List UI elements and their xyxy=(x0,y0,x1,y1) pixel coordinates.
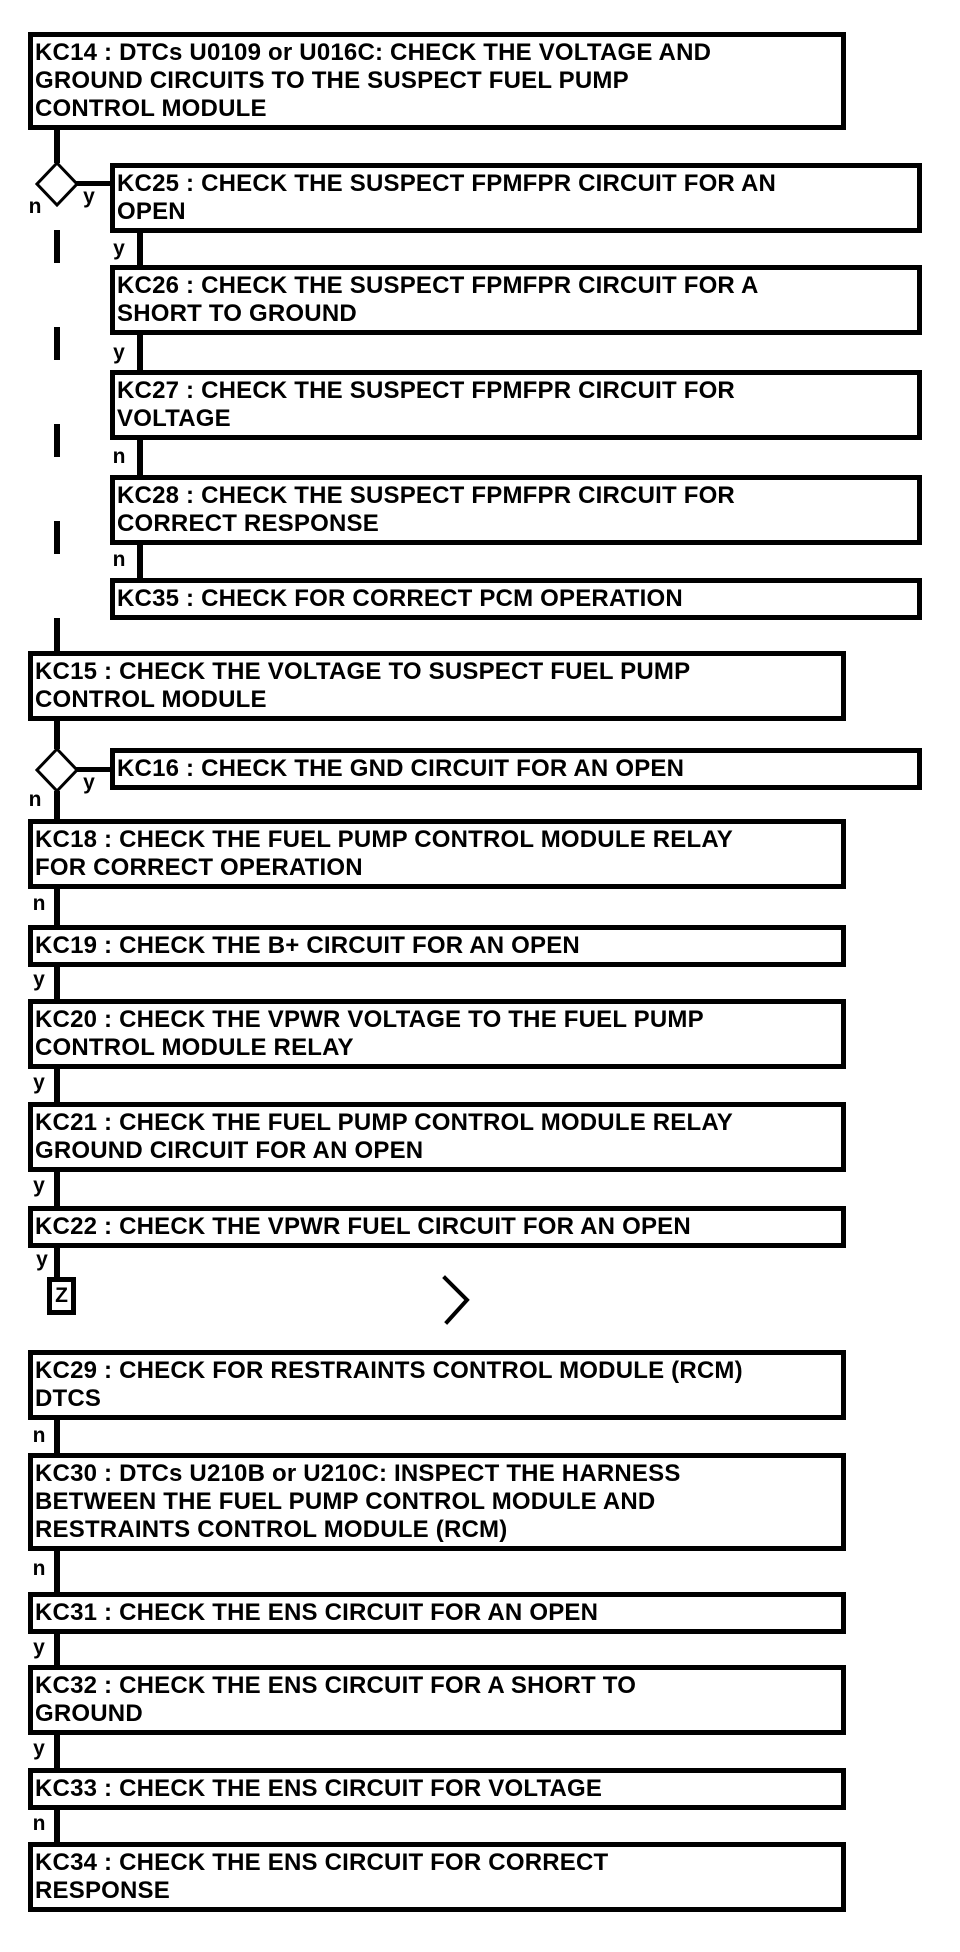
decision-diamond-kc14 xyxy=(35,161,79,207)
connector-kc19-kc20 xyxy=(54,967,60,999)
branch-label-n: n xyxy=(112,548,126,571)
flowchart-box-kc34: KC34 : CHECK THE ENS CIRCUIT FOR CORRECT… xyxy=(28,1842,846,1912)
flowchart-box-kc19: KC19 : CHECK THE B+ CIRCUIT FOR AN OPEN xyxy=(28,925,846,967)
branch-label-n: n xyxy=(32,1812,46,1835)
flowchart-box-kc18: KC18 : CHECK THE FUEL PUMP CONTROL MODUL… xyxy=(28,819,846,889)
connector-kc28-kc35 xyxy=(137,545,143,578)
connector-kc33-kc34 xyxy=(54,1810,60,1842)
flowchart-box-kc14: KC14 : DTCs U0109 or U016C: CHECK THE VO… xyxy=(28,32,846,130)
branch-label-y: y xyxy=(33,968,45,991)
connector-diamond-kc16 xyxy=(76,767,110,772)
branch-label-n: n xyxy=(32,1424,46,1447)
connector-kc15-diamond xyxy=(54,721,60,749)
branch-label-y: y xyxy=(113,237,125,260)
branch-label-n: n xyxy=(28,788,42,811)
flowchart-box-kc33: KC33 : CHECK THE ENS CIRCUIT FOR VOLTAGE xyxy=(28,1768,846,1810)
connector-diamond-kc25 xyxy=(76,181,110,186)
branch-label-n: n xyxy=(32,1557,46,1580)
branch-label-y: y xyxy=(33,1174,45,1197)
flowchart-box-kc29: KC29 : CHECK FOR RESTRAINTS CONTROL MODU… xyxy=(28,1350,846,1420)
branch-label-n: n xyxy=(32,892,46,915)
flowchart-box-kc28: KC28 : CHECK THE SUSPECT FPMFPR CIRCUIT … xyxy=(110,475,922,545)
flowchart-box-kc26: KC26 : CHECK THE SUSPECT FPMFPR CIRCUIT … xyxy=(110,265,922,335)
branch-label-y: y xyxy=(83,185,95,208)
decision-diamond-kc15 xyxy=(35,747,79,793)
flowchart-box-kc21: KC21 : CHECK THE FUEL PUMP CONTROL MODUL… xyxy=(28,1102,846,1172)
branch-label-y: y xyxy=(36,1248,48,1271)
branch-label-y: y xyxy=(33,1636,45,1659)
flowchart-box-kc30: KC30 : DTCs U210B or U210C: INSPECT THE … xyxy=(28,1453,846,1551)
connector-kc31-kc32 xyxy=(54,1634,60,1665)
flowchart-box-kc31: KC31 : CHECK THE ENS CIRCUIT FOR AN OPEN xyxy=(28,1592,846,1634)
connector-kc18-kc19 xyxy=(54,889,60,925)
connector-kc27-kc28 xyxy=(137,440,143,475)
branch-label-y: y xyxy=(83,771,95,794)
connector-kc26-kc27 xyxy=(137,335,143,370)
flowchart-box-kc35: KC35 : CHECK FOR CORRECT PCM OPERATION xyxy=(110,578,922,620)
branch-label-n: n xyxy=(28,195,42,218)
flowchart-box-kc32: KC32 : CHECK THE ENS CIRCUIT FOR A SHORT… xyxy=(28,1665,846,1735)
connector-kc22-z xyxy=(54,1248,60,1279)
connector-kc30-kc31 xyxy=(54,1551,60,1592)
flowchart-box-kc25: KC25 : CHECK THE SUSPECT FPMFPR CIRCUIT … xyxy=(110,163,922,233)
flowchart-box-kc15: KC15 : CHECK THE VOLTAGE TO SUSPECT FUEL… xyxy=(28,651,846,721)
connector-diamond-kc18 xyxy=(54,791,60,819)
branch-label-n: n xyxy=(112,445,126,468)
flowchart-box-kc16: KC16 : CHECK THE GND CIRCUIT FOR AN OPEN xyxy=(110,748,922,790)
flowchart-box-kc22: KC22 : CHECK THE VPWR FUEL CIRCUIT FOR A… xyxy=(28,1206,846,1248)
connector-dashed-n-branch xyxy=(54,212,60,651)
connector-kc32-kc33 xyxy=(54,1735,60,1768)
connector-kc14-diamond xyxy=(54,130,60,163)
branch-label-y: y xyxy=(33,1071,45,1094)
offpage-connector-z: Z xyxy=(47,1277,76,1315)
branch-label-y: y xyxy=(33,1737,45,1760)
connector-kc25-kc26 xyxy=(137,233,143,265)
connector-kc21-kc22 xyxy=(54,1172,60,1206)
page-continuation-arrow-icon xyxy=(442,1275,470,1325)
flowchart-box-kc27: KC27 : CHECK THE SUSPECT FPMFPR CIRCUIT … xyxy=(110,370,922,440)
flowchart-box-kc20: KC20 : CHECK THE VPWR VOLTAGE TO THE FUE… xyxy=(28,999,846,1069)
connector-kc20-kc21 xyxy=(54,1069,60,1102)
connector-kc29-kc30 xyxy=(54,1420,60,1453)
branch-label-y: y xyxy=(113,341,125,364)
